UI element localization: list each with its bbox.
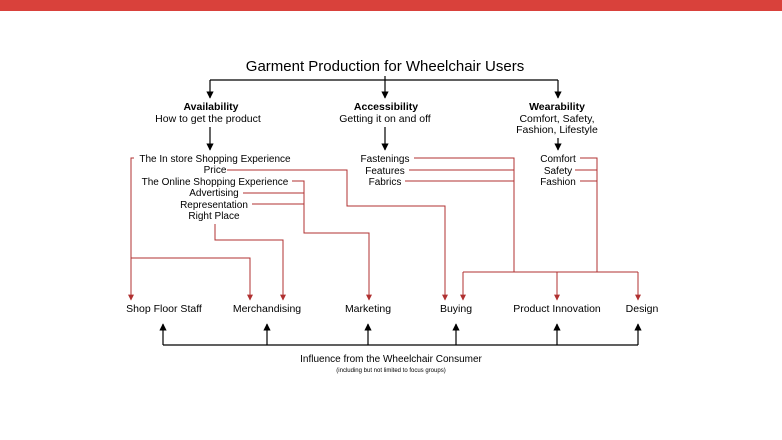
dept-design: Design: [626, 303, 659, 315]
item-fashion: Fashion: [540, 177, 576, 188]
diagram-title: Garment Production for Wheelchair Users: [246, 58, 524, 75]
consumer-influence-bracket: [159, 323, 642, 346]
accessibility-items: Fastenings Features Fabrics: [361, 154, 410, 188]
subheading-accessibility: Getting it on and off: [339, 113, 431, 125]
title-branch-connectors: [206, 76, 562, 99]
item-advertising: Advertising: [189, 188, 238, 199]
footer-label: Influence from the Wheelchair Consumer: [300, 354, 482, 365]
item-online-experience: The Online Shopping Experience: [142, 177, 289, 188]
dept-product-innovation: Product Innovation: [513, 303, 601, 315]
subheading-availability: How to get the product: [155, 113, 261, 125]
availability-items: The In store Shopping Experience Price T…: [139, 154, 291, 222]
accessibility-connectors: [405, 157, 515, 272]
heading-wearability: Wearability: [529, 101, 585, 113]
dept-buying: Buying: [440, 303, 472, 315]
product-distribution-connectors: [460, 271, 641, 301]
heading-accessibility: Accessibility: [354, 101, 418, 113]
dept-merchandising: Merchandising: [233, 303, 301, 315]
item-fabrics: Fabrics: [369, 177, 402, 188]
item-right-place: Right Place: [188, 211, 240, 222]
heading-to-items-arrows: [206, 127, 562, 151]
availability-connectors: [128, 157, 448, 301]
heading-availability: Availability: [183, 101, 238, 113]
item-in-store-experience: The In store Shopping Experience: [139, 154, 291, 165]
item-features: Features: [365, 166, 404, 177]
item-representation: Representation: [180, 200, 248, 211]
item-fastenings: Fastenings: [361, 154, 410, 165]
item-comfort: Comfort: [540, 154, 576, 165]
dept-marketing: Marketing: [345, 303, 391, 315]
item-price: Price: [204, 165, 227, 176]
wearability-items: Comfort Safety Fashion: [540, 154, 576, 188]
subheading-wearability-line2: Fashion, Lifestyle: [516, 124, 598, 136]
footer-note: (including but not limited to focus grou…: [336, 368, 445, 374]
wearability-connectors: [575, 157, 598, 272]
item-safety: Safety: [544, 166, 572, 177]
subheading-wearability-line1: Comfort, Safety,: [519, 113, 594, 125]
departments: Shop Floor Staff Merchandising Marketing…: [126, 303, 658, 315]
dept-shop-floor-staff: Shop Floor Staff: [126, 303, 202, 315]
top-accent-bar: [0, 0, 782, 11]
